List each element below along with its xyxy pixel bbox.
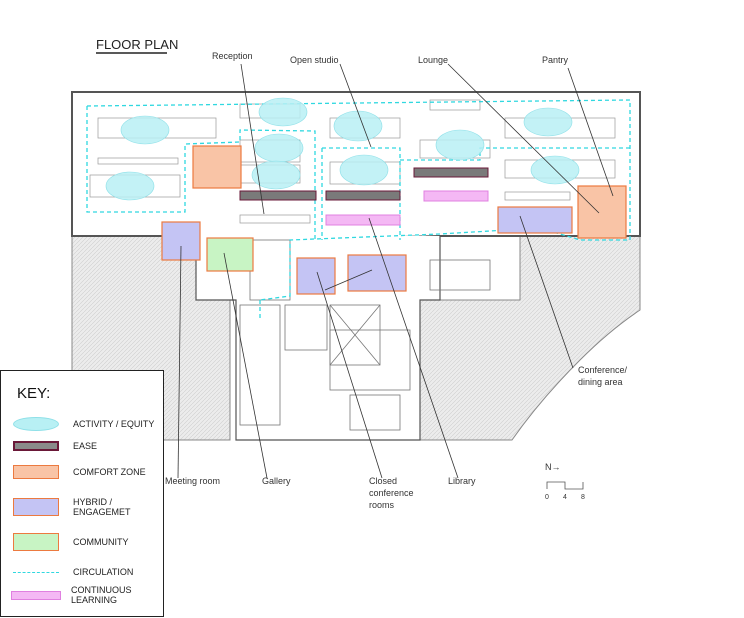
scale-4: 4 [563,494,567,501]
activity-zones [105,97,580,201]
label-gallery: Gallery [262,476,291,486]
hybrid-swatch [13,498,59,516]
legend-title: KEY: [17,385,51,402]
legend: KEY: ACTIVITY / EQUITY EASE COMFORT ZONE… [0,370,164,617]
label-conference-dining: Conference/ [578,365,628,375]
legend-community: COMMUNITY [13,533,129,551]
legend-ease: EASE [13,441,97,451]
legend-label-line1: HYBRID / [73,497,113,507]
legend-circulation: CIRCULATION [13,567,133,577]
label-reception: Reception [212,51,253,61]
ease-zones [239,167,489,201]
label-closed-conference-2: conference [369,488,414,498]
leader-lines [177,63,614,479]
scale-bar [546,481,584,490]
circulation-swatch [13,571,59,573]
legend-label: EASE [73,441,98,451]
scale-0: 0 [545,494,549,501]
legend-label: CIRCULATION [73,567,134,577]
legend-label-line2: LEARNING [71,595,118,605]
page-title: FLOOR PLAN [96,37,178,52]
label-closed-conference: Closed [369,476,397,486]
comfort-swatch [13,465,59,479]
legend-label: COMMUNITY [73,537,129,547]
scale-8: 8 [581,494,585,501]
community-swatch [13,533,59,551]
activity-swatch [13,417,59,431]
legend-label: ACTIVITY / EQUITY [73,419,155,429]
label-pantry: Pantry [542,55,569,65]
label-library: Library [448,476,476,486]
legend-hybrid: HYBRID /ENGAGEMET [13,497,131,517]
legend-activity: ACTIVITY / EQUITY [13,417,154,431]
legend-label: COMFORT ZONE [73,467,146,477]
label-lounge: Lounge [418,55,448,65]
comfort-zones [192,145,627,239]
learning-swatch [11,590,61,600]
legend-comfort: COMFORT ZONE [13,465,146,479]
label-conference-dining-2: dining area [578,377,623,387]
label-open-studio: Open studio [290,55,339,65]
circulation-paths [86,99,631,318]
north-arrow: N→ [545,462,561,472]
legend-label-line2: ENGAGEMET [73,507,131,517]
legend-label-line1: CONTINUOUS [71,585,132,595]
legend-label: HYBRID /ENGAGEMET [73,497,131,517]
label-closed-conference-3: rooms [369,500,395,510]
label-meeting-room: Meeting room [165,476,220,486]
learning-zones [325,190,489,226]
ease-swatch [13,441,59,451]
terrace-east [419,235,641,441]
community-zone [206,237,254,272]
hybrid-zones [161,206,573,295]
